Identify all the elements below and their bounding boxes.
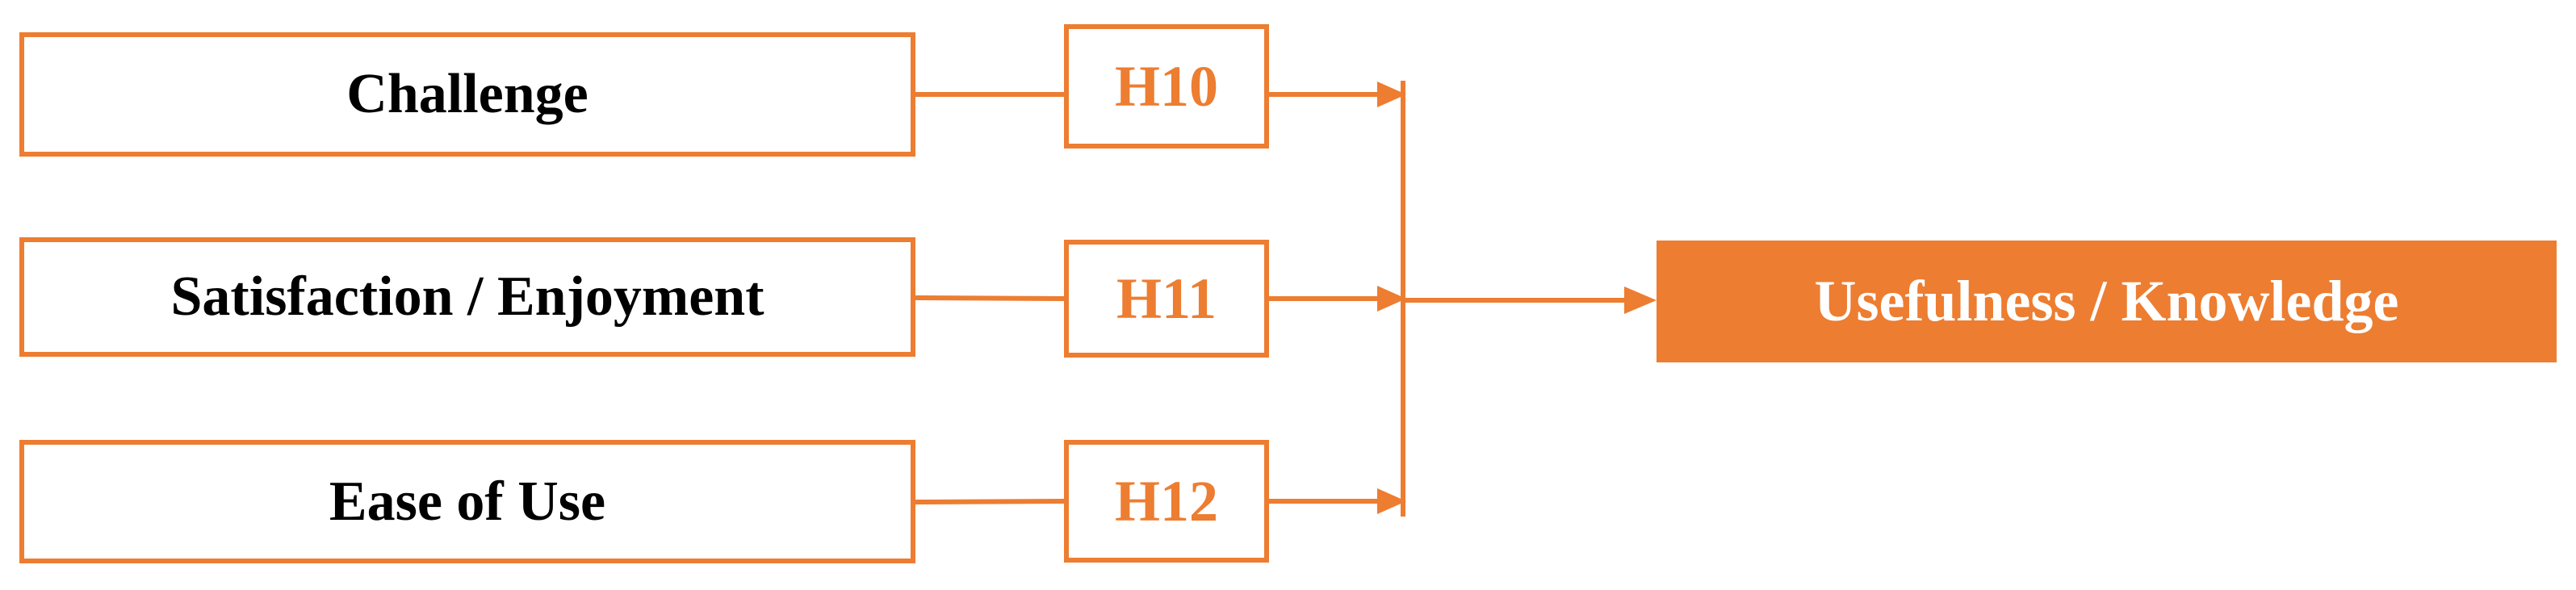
construct-challenge: Challenge — [19, 32, 915, 157]
construct-satisfaction-enjoyment: Satisfaction / Enjoyment — [19, 237, 915, 357]
arrowhead-outcome — [1624, 287, 1657, 314]
arrowhead-h11 — [1377, 286, 1406, 312]
construct-label: Satisfaction / Enjoyment — [170, 266, 764, 328]
hypothesis-h11: H11 — [1064, 240, 1269, 358]
construct-ease-of-use: Ease of Use — [19, 440, 915, 563]
link-satisfaction-h11 — [915, 295, 1065, 301]
construct-label: Challenge — [346, 63, 589, 125]
outcome-label: Usefulness / Knowledge — [1814, 269, 2399, 333]
construct-label: Ease of Use — [329, 470, 606, 533]
hypothesis-label: H11 — [1116, 266, 1217, 331]
hypothesis-h12: H12 — [1064, 440, 1269, 563]
hypothesis-h10: H10 — [1064, 24, 1269, 149]
arrowhead-h12 — [1377, 488, 1406, 514]
hypothesis-label: H12 — [1114, 468, 1218, 534]
outcome-usefulness-knowledge: Usefulness / Knowledge — [1657, 241, 2557, 362]
arrowhead-h10 — [1377, 82, 1406, 107]
hypothesis-label: H10 — [1114, 53, 1218, 119]
link-ease-h12 — [915, 499, 1065, 504]
